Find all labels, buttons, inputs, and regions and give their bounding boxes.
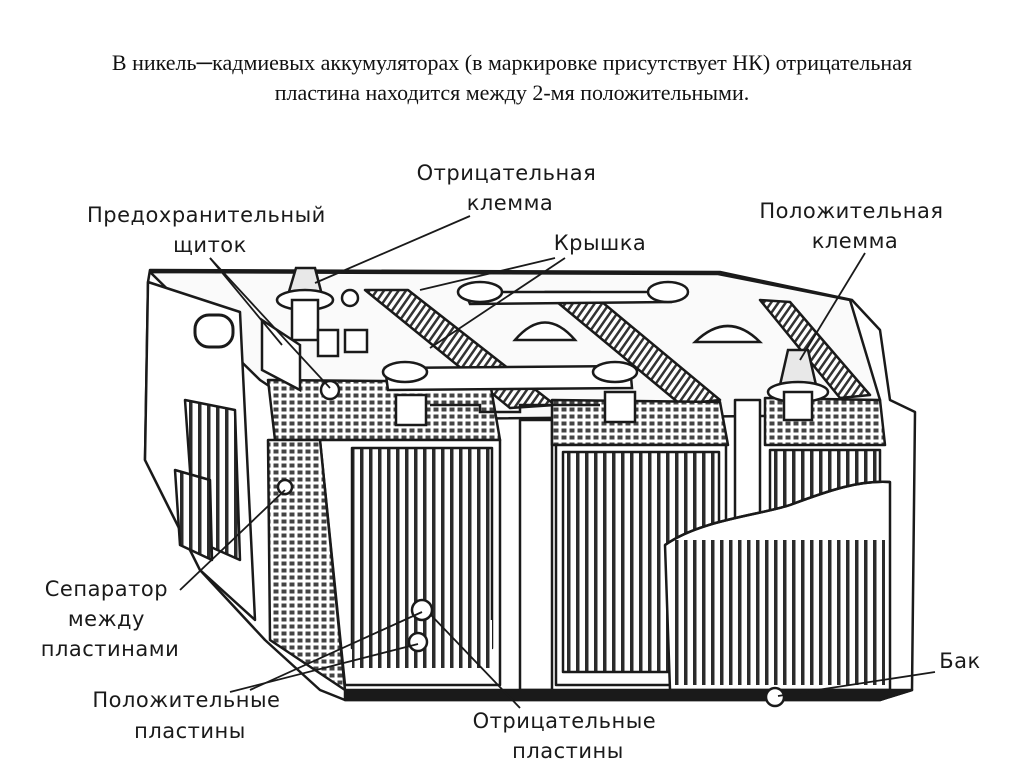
- plug-2: [343, 328, 369, 354]
- label-negative-plates: Отрицательные пластины: [473, 709, 664, 763]
- vent-dome-1: [512, 321, 578, 342]
- label-negative-plates-1: Отрицательные: [473, 709, 657, 733]
- label-separator-2: между: [68, 607, 145, 631]
- label-negative-terminal: Отрицательная клемма: [417, 161, 604, 215]
- leader-positive-plates-2: [229, 643, 419, 693]
- slide-heading: В никель─кадмиевых аккумуляторах (в марк…: [30, 48, 994, 108]
- carry-handle: [193, 313, 235, 349]
- post-cap-a: [456, 280, 504, 304]
- post-cap-d: [591, 360, 639, 384]
- leader-negative-plates: [429, 613, 521, 709]
- marker-dot-cell: [319, 379, 341, 401]
- marker-dot-tank: [764, 686, 786, 708]
- bridge-right: [603, 390, 637, 424]
- leader-safety-shield-2: [209, 257, 331, 389]
- label-tank-1: Бак: [939, 649, 980, 673]
- plug-1: [316, 328, 340, 358]
- label-separator-3: пластинами: [41, 637, 180, 661]
- lid-rib-right: [758, 298, 872, 400]
- leader-positive-plates-1: [249, 611, 423, 691]
- marker-dot-plates-1: [410, 598, 434, 622]
- divider-wall-1: [518, 418, 554, 692]
- label-separator-1: Сепаратор: [45, 577, 168, 601]
- label-negative-terminal-2: клемма: [467, 191, 554, 215]
- negative-terminal-stem: [290, 298, 320, 342]
- leader-lid-1: [419, 257, 556, 291]
- post-cap-c: [381, 360, 429, 384]
- vent-dome-2: [691, 324, 764, 344]
- terminal-posts: [260, 266, 830, 708]
- safety-shield: [260, 317, 302, 393]
- label-positive-terminal-2: клемма: [812, 229, 899, 253]
- connector-straps: [383, 290, 673, 427]
- leader-positive-terminal: [799, 252, 866, 361]
- positive-terminal-stem: [782, 390, 814, 422]
- shield-ring: [340, 288, 360, 308]
- label-separator: Сепаратор между пластинами: [41, 577, 180, 661]
- post-cap-b: [646, 280, 690, 304]
- heading-line-2: пластина находится между 2-мя положитель…: [274, 80, 750, 105]
- bridge-links: [430, 403, 600, 414]
- strap-lower: [383, 364, 634, 392]
- left-wall-lower: [173, 468, 214, 562]
- label-positive-terminal: Положительная клемма: [759, 199, 950, 253]
- tank-cut-ribs: [675, 540, 885, 685]
- leader-lid-2: [429, 257, 566, 349]
- label-tank: Бак: [939, 649, 980, 673]
- leader-safety-shield: [209, 257, 283, 346]
- label-negative-plates-2: пластины: [512, 739, 624, 763]
- label-positive-plates-2: пластины: [134, 719, 246, 743]
- label-safety-shield: Предохранительный щиток: [87, 203, 333, 257]
- label-safety-shield-1: Предохранительный: [87, 203, 326, 227]
- label-lid: Крышка: [554, 231, 647, 255]
- marker-dot-separator: [276, 478, 294, 496]
- label-positive-plates: Положительные пластины: [92, 688, 287, 743]
- case-base: [343, 688, 914, 702]
- leader-separator: [179, 489, 286, 591]
- diagram-labels: Отрицательная клемма Предохранительный щ…: [41, 161, 981, 763]
- cell-2-top: [550, 398, 730, 447]
- tank-cut-edge: [664, 480, 891, 547]
- bridge-left: [394, 393, 428, 427]
- label-positive-plates-1: Положительные: [92, 688, 280, 712]
- label-positive-terminal-1: Положительная: [759, 199, 943, 223]
- label-safety-shield-2: щиток: [173, 233, 247, 257]
- heading-line-1: В никель─кадмиевых аккумуляторах (в марк…: [111, 50, 913, 75]
- marker-dot-plates-2: [407, 631, 429, 653]
- leader-negative-terminal: [314, 215, 471, 284]
- label-lid-1: Крышка: [554, 231, 647, 255]
- leader-lines: [179, 215, 936, 709]
- label-negative-terminal-1: Отрицательная: [417, 161, 597, 185]
- leader-tank: [777, 671, 936, 697]
